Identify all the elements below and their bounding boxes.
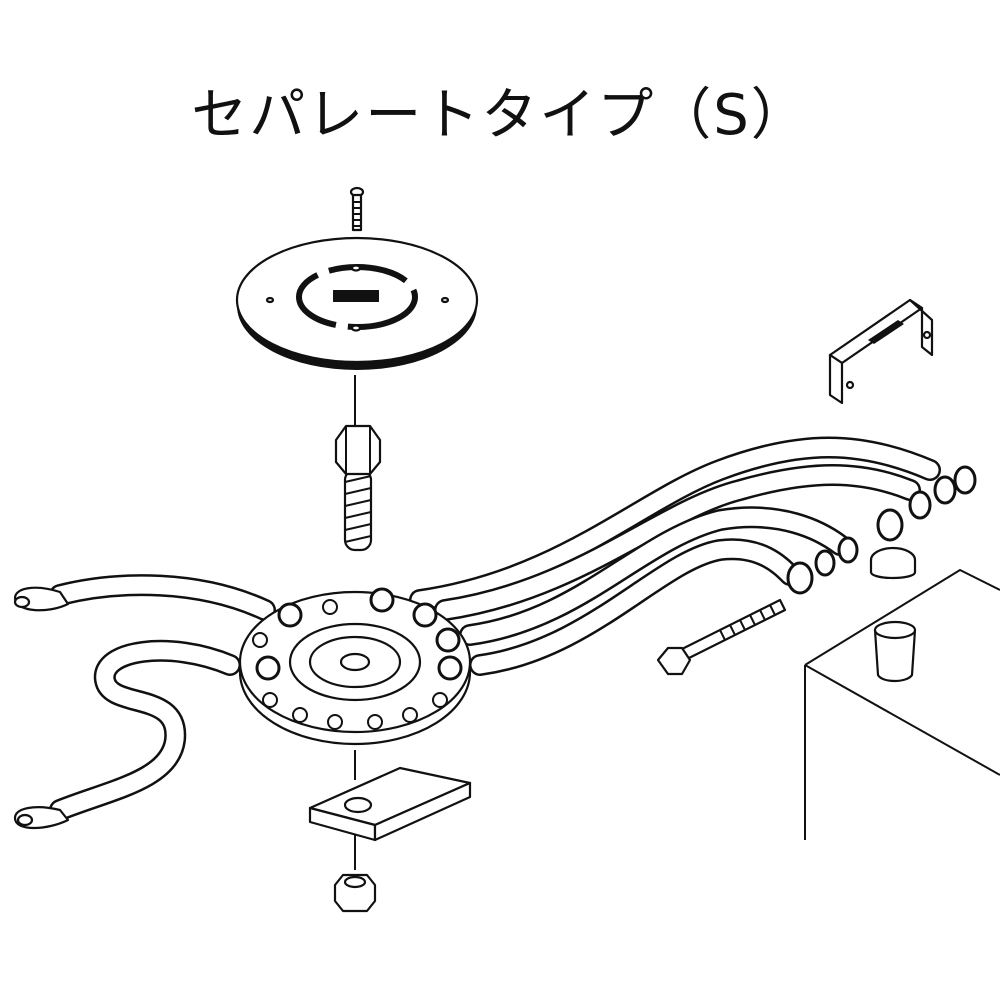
cables <box>49 436 941 821</box>
terminal-bolt <box>656 598 787 676</box>
nut <box>333 873 377 913</box>
hex-bolt <box>334 424 382 552</box>
battery-post-clamp <box>869 546 917 580</box>
logo-plate <box>333 290 379 302</box>
terminal-plate <box>238 587 472 746</box>
diagram-title: セパレートタイプ（S） <box>191 83 809 148</box>
cover-disc <box>235 236 479 370</box>
terminal-hardware <box>786 465 977 595</box>
bracket <box>828 298 934 405</box>
battery-post <box>873 620 917 683</box>
battery-box <box>804 568 1000 840</box>
ring-lugs <box>13 586 70 829</box>
spacer-plate <box>308 766 472 842</box>
screw <box>349 186 365 232</box>
